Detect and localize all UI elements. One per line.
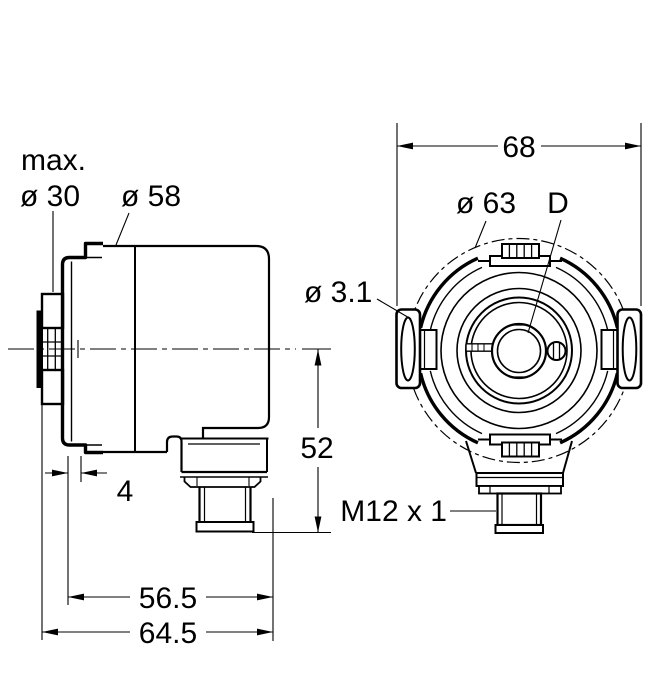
- clamp-necks: [419, 329, 619, 370]
- bore-key-marks: [512, 324, 526, 378]
- leader-dia63: [474, 220, 487, 249]
- label-dia30: ø 30: [20, 180, 80, 213]
- label-max: max.: [21, 144, 86, 177]
- right-spring-clamp: [616, 308, 643, 390]
- leader-dia31: [376, 298, 412, 320]
- front-view: [395, 237, 643, 534]
- leader-bore-d: [527, 219, 562, 334]
- extension-lines: [41, 123, 642, 641]
- side-view: [8, 241, 296, 533]
- label-dim68: 68: [502, 131, 535, 164]
- clamp-hole-right: [621, 316, 638, 382]
- shaft-bore-outer: [490, 322, 548, 380]
- rotor-disc-outer: [440, 271, 598, 430]
- leader-dia58: [115, 212, 130, 246]
- dimensions: [41, 123, 642, 641]
- label-dim4: 4: [117, 475, 134, 508]
- label-dim645: 64.5: [139, 617, 197, 650]
- label-dia63: ø 63: [456, 187, 516, 220]
- label-dim52: 52: [300, 432, 333, 465]
- mounting-flange-side: [60, 241, 103, 455]
- m12-connector-front: [465, 440, 573, 534]
- shaft-clamp-grid: [39, 327, 64, 371]
- label-dia31: ø 3.1: [304, 276, 372, 309]
- encoder-body-side: [103, 244, 271, 454]
- bottom-mounting-tab: [478, 433, 562, 458]
- label-m12: M12 x 1: [340, 495, 447, 528]
- set-screw: [546, 341, 567, 361]
- arrowheads: [42, 142, 641, 636]
- shaft-side: [36, 292, 65, 406]
- left-spring-clamp: [395, 308, 422, 390]
- labels: max. ø 30 ø 58 68 ø 63 D ø 3.1 52 4 M12 …: [20, 131, 569, 650]
- label-dia58: ø 58: [121, 180, 181, 213]
- m12-connector-side: [165, 435, 269, 533]
- m12-cap-front: [494, 524, 544, 534]
- rotor-disc-inner: [456, 287, 582, 414]
- label-dim565: 56.5: [139, 582, 197, 615]
- shaft-bore-inner: [496, 328, 542, 374]
- label-bore-d: D: [547, 187, 569, 220]
- housing-ring: [418, 256, 620, 445]
- hub-clamp-slot: [465, 343, 492, 352]
- m12-cap-side: [195, 521, 255, 533]
- top-mounting-tab: [478, 243, 562, 267]
